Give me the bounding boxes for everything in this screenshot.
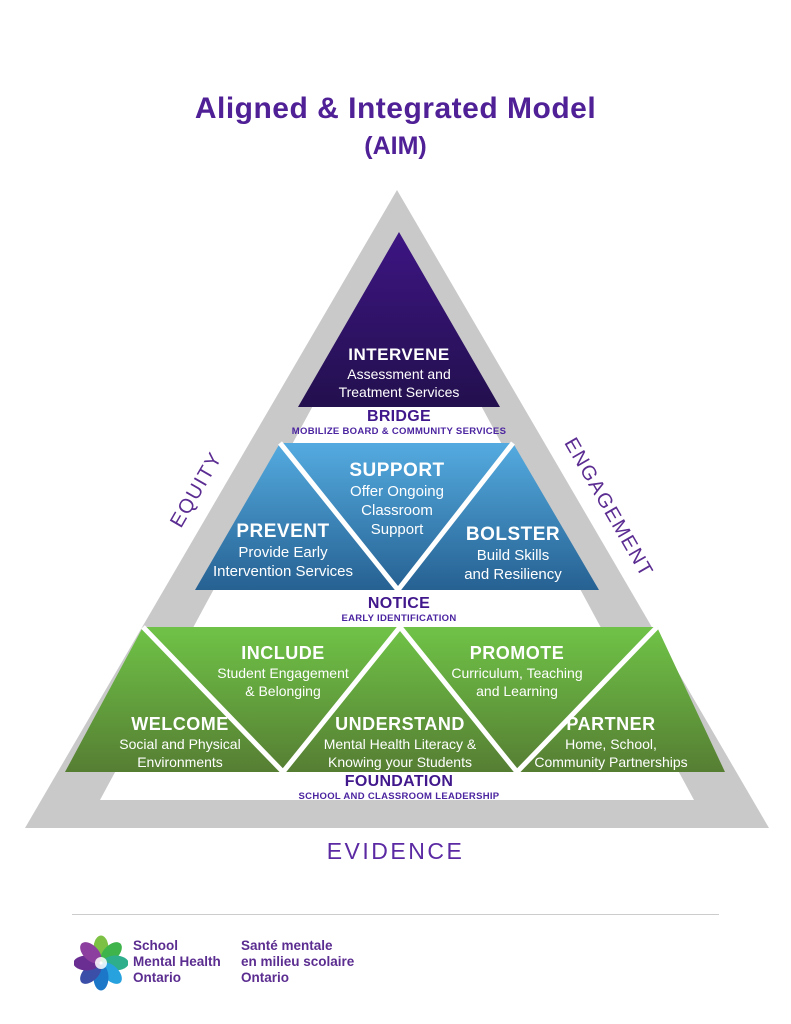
support-sub-line1: Offer Ongoing bbox=[350, 483, 444, 500]
bolster-heading: BOLSTER bbox=[465, 524, 561, 545]
support-heading: SUPPORT bbox=[349, 460, 445, 481]
bottom-tier-dividers bbox=[141, 623, 659, 776]
prevent-sub-line2: Intervention Services bbox=[212, 563, 354, 580]
footer-divider bbox=[72, 914, 719, 915]
promote-heading: PROMOTE bbox=[469, 643, 565, 663]
support-label: SUPPORT Offer Ongoing Classroom Support bbox=[349, 459, 444, 539]
promote-sub-line2: and Learning bbox=[476, 683, 558, 699]
intervene-sub-line2: Treatment Services bbox=[338, 384, 460, 400]
bolster-sub-line2: and Resiliency bbox=[464, 566, 562, 583]
prevent-heading: PREVENT bbox=[236, 521, 330, 542]
bottom-tier-shape bbox=[65, 627, 725, 772]
bridge-heading: BRIDGE bbox=[366, 408, 432, 425]
notice-sub: EARLY IDENTIFICATION bbox=[341, 613, 457, 624]
support-sub-line2: Classroom bbox=[361, 502, 433, 519]
bridge-sub: MOBILIZE BOARD & COMMUNITY SERVICES bbox=[291, 426, 507, 437]
logo-fr-line1: Santé mentale bbox=[241, 938, 333, 953]
understand-heading: UNDERSTAND bbox=[335, 714, 465, 734]
partner-sub-line2: Community Partnerships bbox=[534, 754, 688, 770]
logo-fr-line3: Ontario bbox=[241, 970, 290, 985]
include-label: INCLUDE Student Engagement & Belonging bbox=[217, 642, 349, 700]
include-sub-line2: & Belonging bbox=[245, 683, 321, 699]
logo-en-line1: School bbox=[133, 938, 179, 953]
logo-fr-line2: en milieu scolaire bbox=[241, 954, 355, 969]
title-sub: (AIM) bbox=[364, 132, 427, 160]
notice-label: NOTICE EARLY IDENTIFICATION bbox=[341, 595, 456, 625]
intervene-tier-shape bbox=[298, 232, 500, 407]
foundation-sub: SCHOOL AND CLASSROOM LEADERSHIP bbox=[298, 791, 500, 802]
bridge-label: BRIDGE MOBILIZE BOARD & COMMUNITY SERVIC… bbox=[292, 408, 506, 438]
notice-heading: NOTICE bbox=[367, 595, 431, 612]
smho-logo-icon bbox=[74, 935, 128, 991]
evidence-label: EVIDENCE bbox=[326, 838, 465, 864]
understand-sub-line2: Knowing your Students bbox=[328, 754, 472, 770]
intervene-sub-line1: Assessment and bbox=[347, 366, 451, 382]
support-sub-line3: Support bbox=[370, 521, 424, 538]
understand-label: UNDERSTAND Mental Health Literacy & Know… bbox=[324, 713, 477, 771]
promote-label: PROMOTE Curriculum, Teaching and Learnin… bbox=[451, 642, 582, 700]
prevent-label: PREVENT Provide Early Intervention Servi… bbox=[213, 520, 353, 581]
welcome-sub-line2: Environments bbox=[137, 754, 223, 770]
foundation-heading: FOUNDATION bbox=[344, 773, 454, 790]
middle-tier-shape bbox=[195, 443, 599, 590]
welcome-heading: WELCOME bbox=[131, 714, 229, 734]
bolster-label: BOLSTER Build Skills and Resiliency bbox=[464, 523, 562, 584]
logo-wordmark-en: School Mental Health Ontario bbox=[133, 938, 221, 986]
bolster-sub-line1: Build Skills bbox=[476, 547, 550, 564]
middle-tier-dividers bbox=[278, 441, 515, 595]
foundation-label: FOUNDATION SCHOOL AND CLASSROOM LEADERSH… bbox=[299, 773, 500, 803]
promote-sub-line1: Curriculum, Teaching bbox=[451, 665, 583, 681]
title-main: Aligned & Integrated Model bbox=[194, 92, 597, 125]
include-sub-line1: Student Engagement bbox=[217, 665, 349, 681]
understand-sub-line1: Mental Health Literacy & bbox=[323, 736, 477, 752]
include-heading: INCLUDE bbox=[241, 643, 325, 663]
intervene-heading: INTERVENE bbox=[348, 345, 450, 364]
logo-wordmark-fr: Santé mentale en milieu scolaire Ontario bbox=[241, 938, 354, 986]
logo-en-line2: Mental Health bbox=[133, 954, 221, 969]
partner-sub-line1: Home, School, bbox=[565, 736, 657, 752]
page-title: Aligned & Integrated Model (AIM) bbox=[0, 92, 791, 161]
prevent-sub-line1: Provide Early bbox=[238, 544, 328, 561]
partner-heading: PARTNER bbox=[566, 714, 656, 734]
logo-en-line3: Ontario bbox=[133, 970, 182, 985]
welcome-label: WELCOME Social and Physical Environments bbox=[119, 713, 240, 771]
welcome-sub-line1: Social and Physical bbox=[119, 736, 241, 752]
intervene-label: INTERVENE Assessment and Treatment Servi… bbox=[339, 344, 460, 401]
partner-label: PARTNER Home, School, Community Partners… bbox=[534, 713, 687, 771]
